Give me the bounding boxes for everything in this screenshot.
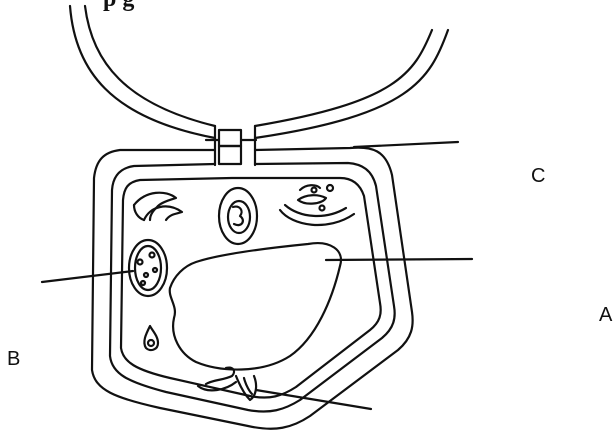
label-a: A bbox=[599, 305, 612, 325]
label-c: C bbox=[531, 166, 545, 186]
leader-line-a bbox=[326, 259, 472, 260]
plasmodesma bbox=[206, 126, 256, 165]
neighbouring-cell-wall bbox=[70, 6, 448, 138]
leader-line-b bbox=[42, 271, 133, 282]
label-b: B bbox=[7, 349, 20, 369]
vacuole bbox=[170, 243, 341, 369]
leader-line-mitochondria bbox=[256, 390, 371, 409]
crescent-organelle bbox=[134, 193, 182, 220]
vesicle bbox=[144, 326, 158, 350]
chloroplast bbox=[129, 240, 167, 296]
golgi-body bbox=[280, 185, 354, 225]
leader-line-c bbox=[354, 142, 458, 147]
cell-wall bbox=[92, 148, 413, 429]
nucleus bbox=[219, 188, 257, 244]
